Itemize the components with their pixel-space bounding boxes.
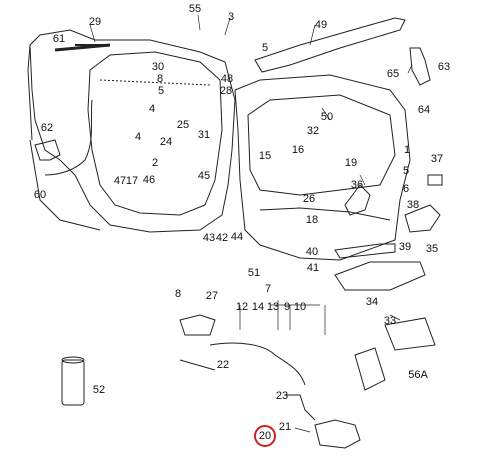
tailgate-outer [234,74,411,261]
part-label-55: 55 [188,3,202,15]
part-label-7: 7 [264,283,272,295]
part-35 [404,204,441,233]
part-label-14: 14 [251,301,265,313]
seal-48 [99,79,211,86]
part-label-33: 33 [383,315,397,327]
part-label-24: 24 [159,136,173,148]
bracket-33 [384,317,436,351]
part-label-52: 52 [92,384,106,396]
part-label-39: 39 [398,241,412,253]
part-label-2: 2 [151,157,159,169]
part-label-28: 28 [219,85,233,97]
part-label-5c: 5 [402,165,410,177]
body-frame-inner [87,51,223,216]
canister-52 [61,359,85,406]
part-label-34: 34 [365,296,379,308]
bracket-36 [344,184,371,216]
part-56a [354,347,386,391]
part-label-37: 37 [430,153,444,165]
part-label-3: 3 [227,11,235,23]
spoiler-49 [254,17,406,73]
part-label-5a: 5 [261,42,269,54]
part-label-63: 63 [437,61,451,73]
part-label-40: 40 [305,246,319,258]
part-label-60: 60 [33,189,47,201]
latch-20 [314,419,361,449]
part-label-12: 12 [235,301,249,313]
part-label-26: 26 [302,193,316,205]
cable-23 [285,394,316,421]
part-label-62: 62 [40,122,54,134]
part-label-61: 61 [52,33,66,45]
part-label-32: 32 [306,125,320,137]
part-label-4a: 4 [148,103,156,115]
part-label-43: 43 [202,232,216,244]
part-label-22: 22 [216,359,230,371]
part-label-56a: 56A [408,369,428,381]
part-label-38: 38 [406,199,420,211]
part-label-35: 35 [425,243,439,255]
part-62 [34,139,61,161]
part-label-18: 18 [305,214,319,226]
part-label-19: 19 [344,157,358,169]
part-label-36: 36 [350,179,364,191]
part-label-64: 64 [417,104,431,116]
part-label-5b: 5 [157,85,165,97]
part-37 [427,174,443,186]
part-label-51: 51 [247,267,261,279]
part-label-50: 50 [320,111,334,123]
cable-60 [44,99,93,176]
part-label-48: 48 [220,73,234,85]
canister-52-top [61,356,85,364]
part-label-1: 1 [403,144,411,156]
leader-lines [89,14,413,433]
part-label-42: 42 [215,232,229,244]
part-label-47: 47 [113,175,127,187]
part-label-23: 23 [275,390,289,402]
body-side [27,44,33,141]
part-label-16: 16 [291,144,305,156]
part-label-49: 49 [314,19,328,31]
part-label-4b: 4 [134,131,142,143]
bracket-27 [179,314,216,336]
hinge-63 [409,47,431,86]
body-frame [29,29,236,233]
part-label-31: 31 [197,129,211,141]
tailgate-handle-area [259,207,391,221]
rod-22 [179,359,216,371]
part-label-27: 27 [205,290,219,302]
part-label-21: 21 [278,421,292,433]
part-label-8b: 8 [174,288,182,300]
highlight-circle-20 [254,425,276,447]
tailgate-window [247,94,396,196]
part-label-30: 30 [151,61,165,73]
part-label-17: 17 [125,175,139,187]
part-label-15: 15 [258,150,272,162]
part-label-10: 10 [293,301,307,313]
part-label-46: 46 [142,174,156,186]
part-label-44: 44 [230,231,244,243]
part-label-41: 41 [306,262,320,274]
part-label-65: 65 [386,68,400,80]
light-strip-39 [334,243,396,259]
light-strip-34 [334,261,426,291]
part-label-25: 25 [176,119,190,131]
part-label-45: 45 [197,170,211,182]
part-label-8a: 8 [156,73,164,85]
part-label-6: 6 [402,183,410,195]
part-label-9: 9 [283,301,291,313]
part-label-13: 13 [266,301,280,313]
cable-lower [209,342,306,386]
part-label-29: 29 [88,16,102,28]
body-lower [29,139,101,231]
